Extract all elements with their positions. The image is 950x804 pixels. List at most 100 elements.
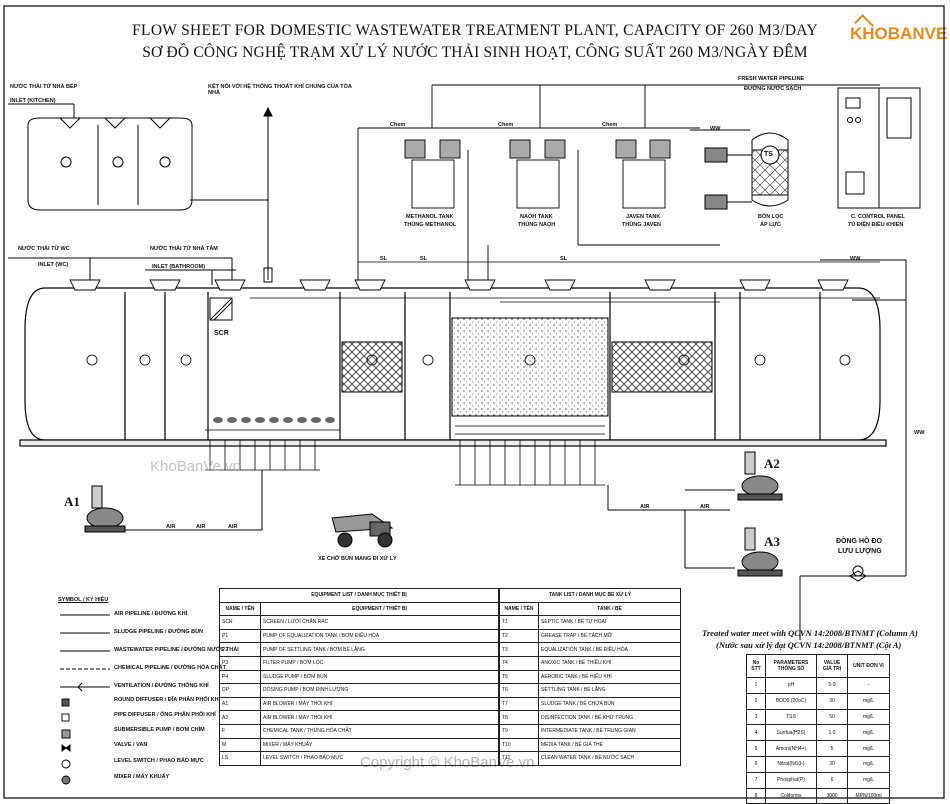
treated-water-note-vi: (Nước sau xử lý đạt QCVN 14:2008/BTNMT (… [716, 640, 902, 650]
legend-item: MIXER / MÁY KHUẤY [114, 774, 170, 780]
label-inlet-bath: INLET (BATHROOM) [152, 264, 206, 270]
label-ww-1: WW [710, 126, 721, 132]
manholes [69, 279, 849, 291]
legend-title: SYMBOL / KÝ HIỆU [58, 597, 109, 603]
label-inlet-kitchen-vi: NƯỚC THẢI TỪ NHÀ BẾP [10, 84, 78, 90]
label-control-panel: C. CONTROL PANEL [851, 214, 905, 220]
label-fresh-water-vi: ĐƯỜNG NƯỚC SẠCH [744, 86, 802, 92]
legend-item: WASTEWATER PIPELINE / ĐƯỜNG NƯỚC THẢI [114, 647, 239, 653]
equipment-col-desc: EQUIPMENT / THIẾT BỊ [260, 601, 499, 617]
equipment-table: EQUIPMENT LIST / DANH MỤC THIẾT BỊ NAME … [219, 588, 499, 766]
air-pipeline-a2-a3 [607, 485, 735, 569]
label-chem-2: Chem [498, 122, 514, 128]
label-methanol-tank: METHANOL TANK [406, 214, 454, 220]
sheet-frame [3, 5, 945, 799]
label-vent: KẾT NỐI VỚI HỆ THỐNG THOÁT KHÍ CHUNG CỦA… [208, 84, 352, 96]
label-sl-1: SL [380, 256, 388, 262]
media-zone-aerobic [451, 317, 609, 417]
tank-col-code: NAME / TÊN [499, 601, 539, 617]
label-pressure-filter-vi: ÁP LỰC [760, 222, 781, 228]
label-inlet-wc-vi: NƯỚC THẢI TỪ WC [18, 246, 70, 252]
legend-item: LEVEL SWITCH / PHAO BÁO MỰC [114, 758, 204, 764]
control-panel-cabinet [837, 87, 921, 209]
blower-a2-icon [737, 451, 783, 501]
main-treatment-tank [19, 287, 887, 447]
air-headers [205, 425, 605, 486]
label-fresh-water: FRESH WATER PIPELINE [738, 76, 805, 82]
treated-water-note-en: Treated water meet with QCVN 14:2008/BTN… [702, 628, 918, 638]
label-chem-1: Chem [390, 122, 406, 128]
legend-item: AIR PIPELINE / ĐƯỜNG KHÍ [114, 611, 188, 617]
legend-item: SUBMERSIBLE PUMP / BƠM CHÌM [114, 727, 205, 733]
param-col-no: No STT [746, 654, 766, 678]
watermark-top: KhoBanVe.vn [150, 458, 241, 475]
label-air-5: AIR [700, 504, 710, 510]
label-methanol-tank-vi: THÙNG METHANOL [404, 222, 457, 228]
blower-a3-icon [737, 527, 783, 577]
label-pressure-filter: BỒN LỌC [758, 214, 784, 220]
inlet-lines [8, 257, 236, 285]
label-inlet-bath-vi: NƯỚC THẢI TỪ NHÀ TẮM [150, 246, 218, 252]
label-javen-tank-vi: THÙNG JAVEN [622, 222, 662, 228]
legend-item: ROUND DIFFUSER / ĐĨA PHÂN PHỐI KHÍ [114, 697, 221, 703]
label-air-1: AIR [166, 524, 176, 530]
param-col-unit: UNIT ĐƠN VỊ [847, 654, 890, 678]
screen-scr [209, 297, 233, 321]
pressure-filter-tank [690, 129, 789, 210]
septic-tank-t1 [8, 103, 193, 211]
label-inlet-wc: INLET (WC) [38, 262, 69, 268]
label-inlet-kitchen: INLET (KITCHEN) [10, 98, 56, 104]
vent-line [190, 106, 273, 283]
legend-item: CHEMICAL PIPELINE / ĐƯỜNG HÓA CHẤT [114, 665, 226, 671]
param-col-value: VALUE GIÁ TRỊ [816, 654, 848, 678]
title-english: FLOW SHEET FOR DOMESTIC WASTEWATER TREAT… [132, 22, 818, 39]
label-chem-3: Chem [602, 122, 618, 128]
tank-table: TANK LIST / DANH MỤC BỂ XỬ LÝ NAME / TÊN… [499, 588, 681, 766]
label-air-3: AIR [228, 524, 238, 530]
label-naoh-tank: NAOH TANK [520, 214, 553, 220]
label-sl-2: SL [420, 256, 428, 262]
media-zone-settling [611, 341, 713, 393]
label-a2: A2 [764, 456, 780, 471]
label-flowmeter-2: LƯU LƯỢNG [838, 548, 882, 555]
legend-item: VALVE / VAN [114, 742, 148, 748]
tank-number-markers [86, 354, 851, 366]
label-ww-2: WW [850, 256, 861, 262]
label-ww-3: WW [914, 430, 925, 436]
effluent-line [799, 259, 907, 640]
process-pipes-top [250, 261, 880, 303]
air-pipeline-a1 [120, 470, 263, 531]
label-a3: A3 [764, 534, 780, 549]
label-scr: SCR [214, 330, 229, 337]
equipment-table-title: EQUIPMENT LIST / DANH MỤC THIẾT BỊ [219, 588, 499, 603]
site-logo: KHOBANVE [850, 24, 948, 43]
equipment-col-code: NAME / TÊN [219, 601, 261, 617]
label-air-2: AIR [196, 524, 206, 530]
label-sludge-truck: XE CHỞ BÙN MANG ĐI XỬ LÝ [318, 556, 397, 562]
title-vietnamese: SƠ ĐỒ CÔNG NGHỆ TRẠM XỬ LÝ NƯỚC THẢI SIN… [142, 44, 808, 61]
legend-symbols [60, 614, 110, 785]
legend-item: SLUDGE PIPELINE / ĐƯỜNG BÙN [114, 629, 204, 635]
blower-a1-icon [84, 485, 126, 533]
